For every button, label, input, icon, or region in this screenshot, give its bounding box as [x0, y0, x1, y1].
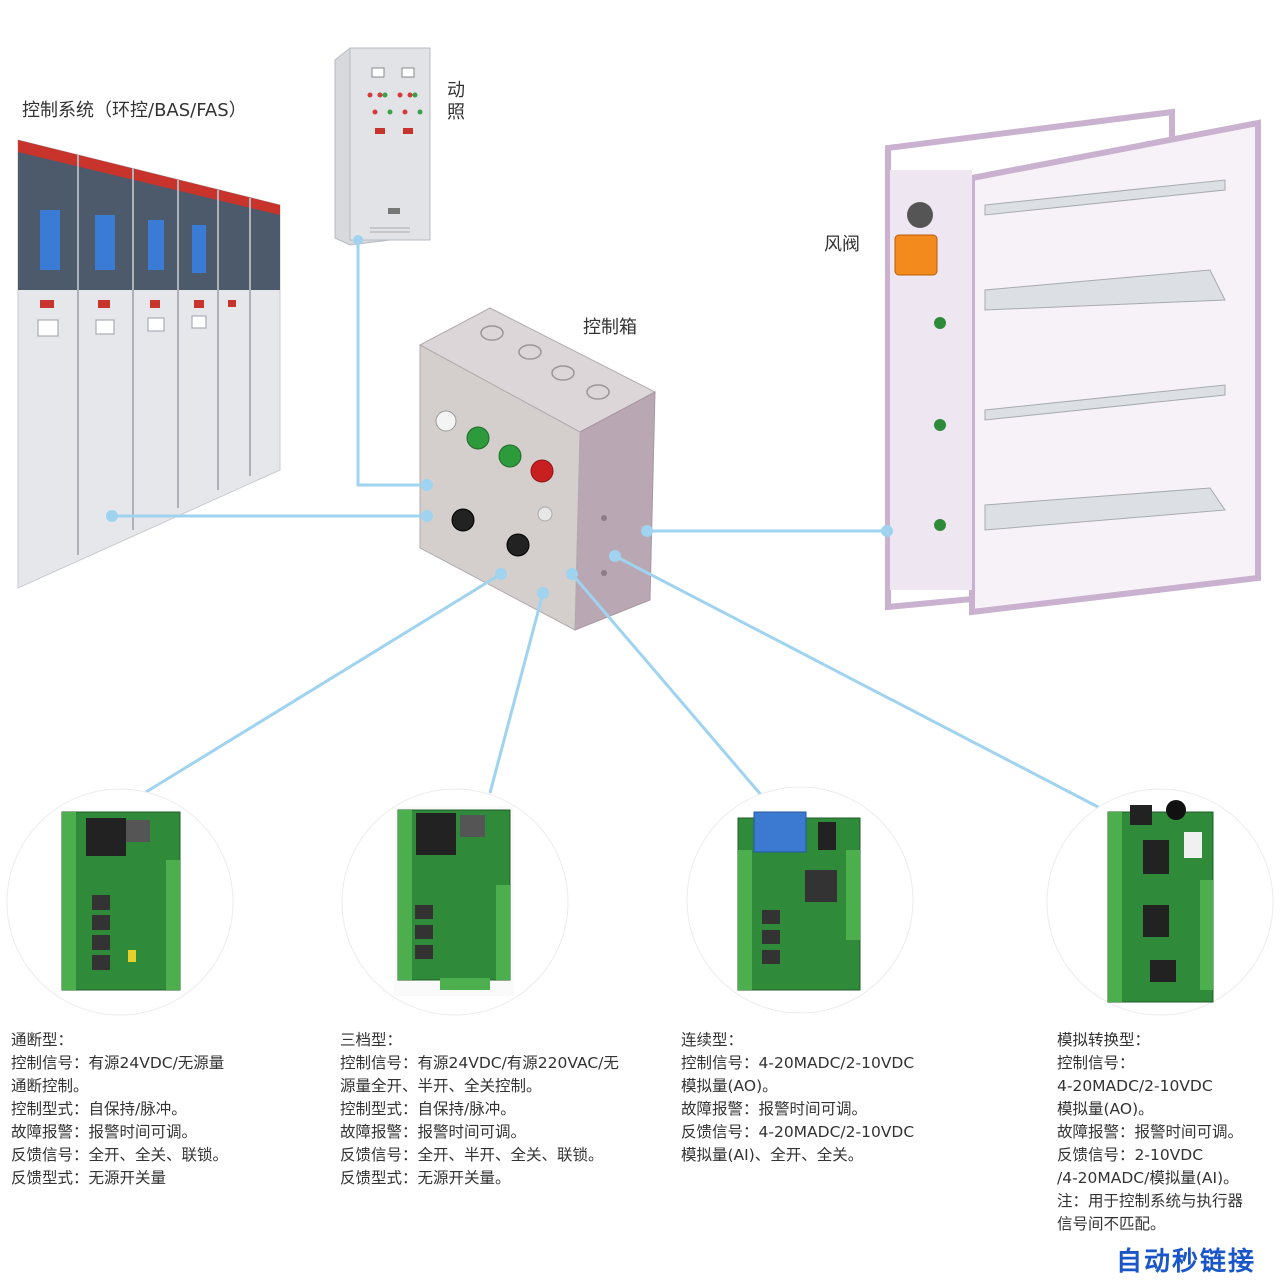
module-spec-line: 控制信号：4-20MADC/2-10VDC — [681, 1054, 915, 1072]
watermark-logo: 自动秒链接 — [1116, 1241, 1256, 1278]
module-onoff-description: 通断型： 控制信号：有源24VDC/无源量 通断控制。 控制型式：自保持/脉冲。… — [11, 1029, 228, 1190]
module-spec-line: 通断控制。 — [11, 1077, 89, 1095]
module-type-title: 连续型： — [681, 1031, 744, 1049]
module-spec-line: 控制信号：有源24VDC/有源220VAC/无 — [340, 1054, 619, 1072]
switchgear-cabinets — [17, 139, 281, 589]
module-continuous-description: 连续型： 控制信号：4-20MADC/2-10VDC 模拟量(AO)。 故障报警… — [681, 1029, 914, 1167]
pcb-module-onoff — [61, 811, 181, 991]
module-spec-line: 模拟量(AO)。 — [1057, 1100, 1154, 1118]
module-type-title: 模拟转换型： — [1057, 1031, 1151, 1049]
module-spec-line: /4-20MADC/模拟量(AI)。 — [1057, 1169, 1239, 1187]
control-system-label: 控制系统（环控/BAS/FAS） — [22, 100, 247, 121]
module-spec-line: 注：用于控制系统与执行器 — [1057, 1192, 1244, 1210]
module-spec-line: 模拟量(AI)、全开、全关。 — [681, 1146, 864, 1164]
module-spec-line: 模拟量(AO)。 — [681, 1077, 778, 1095]
module-spec-line: 控制信号：有源24VDC/无源量 — [11, 1054, 225, 1072]
watermark-text: 自动秒链接 — [1115, 1247, 1256, 1277]
power-lighting-char-1: 动 — [447, 80, 465, 101]
pcb-module-three-position — [394, 806, 514, 996]
module-spec-line: 4-20MADC/2-10VDC — [1057, 1077, 1213, 1095]
power-lighting-cabinet — [334, 47, 431, 246]
module-spec-line: 反馈型式：无源开关量 — [11, 1169, 167, 1187]
module-spec-line: 反馈信号：全开、全关、联锁。 — [11, 1146, 229, 1164]
module-spec-line: 反馈信号：2-10VDC — [1057, 1146, 1204, 1164]
control-box — [418, 307, 657, 631]
module-spec-line: 反馈信号：全开、半开、全关、联锁。 — [340, 1146, 604, 1164]
module-spec-line: 控制型式：自保持/脉冲。 — [11, 1100, 187, 1118]
pcb-module-analog-conversion — [1107, 800, 1214, 1003]
power-lighting-char-2: 照 — [447, 102, 465, 123]
module-analog-conversion-description: 模拟转换型： 控制信号： 4-20MADC/2-10VDC 模拟量(AO)。 故… — [1057, 1029, 1243, 1236]
module-spec-line: 故障报警：报警时间可调。 — [681, 1100, 868, 1118]
connector-lines — [112, 240, 1101, 810]
module-spec-line: 控制信号： — [1057, 1054, 1135, 1072]
module-spec-line: 故障报警：报警时间可调。 — [340, 1123, 527, 1141]
module-spec-line: 源量全开、半开、全关控制。 — [340, 1077, 542, 1095]
module-spec-line: 控制型式：自保持/脉冲。 — [340, 1100, 516, 1118]
module-spec-line: 故障报警：报警时间可调。 — [11, 1123, 198, 1141]
module-spec-line: 反馈信号：4-20MADC/2-10VDC — [681, 1123, 915, 1141]
module-three-position-description: 三档型： 控制信号：有源24VDC/有源220VAC/无 源量全开、半开、全关控… — [340, 1029, 619, 1190]
module-spec-line: 反馈型式：无源开关量。 — [340, 1169, 511, 1187]
control-box-label: 控制箱 — [583, 317, 637, 338]
module-spec-line: 故障报警：报警时间可调。 — [1057, 1123, 1244, 1141]
damper-label: 风阀 — [824, 234, 860, 255]
power-lighting-label: 动 照 — [447, 80, 467, 124]
module-spec-line: 信号间不匹配。 — [1057, 1215, 1166, 1233]
pcb-module-continuous — [737, 811, 861, 991]
module-type-title: 三档型： — [340, 1031, 403, 1049]
module-type-title: 通断型： — [11, 1031, 74, 1049]
air-damper — [885, 108, 1261, 616]
